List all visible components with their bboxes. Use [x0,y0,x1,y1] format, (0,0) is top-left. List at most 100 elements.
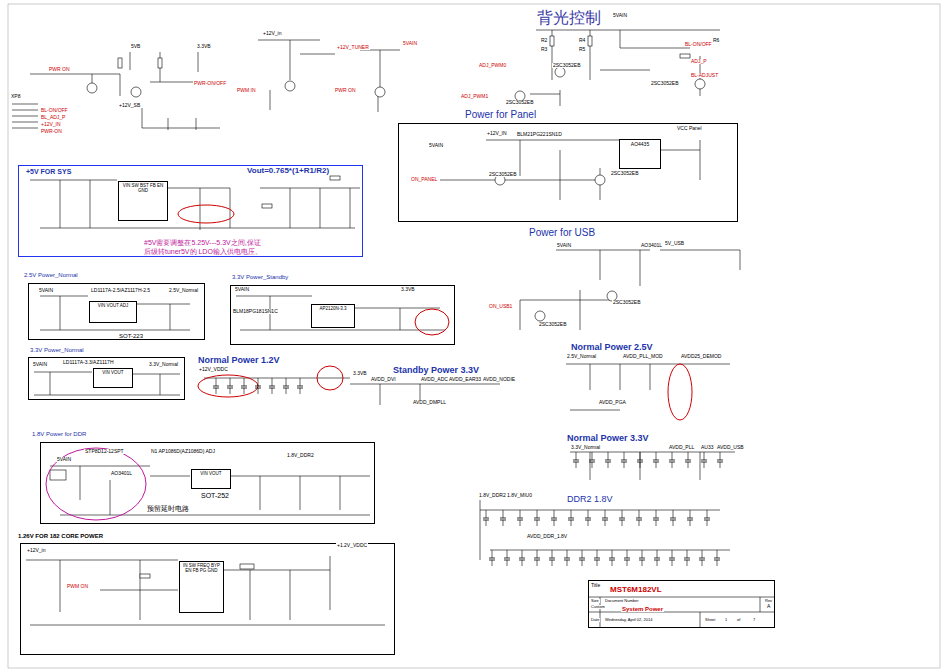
capacitor-symbol [500,510,506,526]
plate [564,558,570,559]
lead [592,452,593,460]
lead [537,510,538,518]
lead [552,560,553,566]
section-box: 1.8V Power for DDRVIN VOUT [40,442,375,524]
plate [609,558,615,559]
lead [588,510,589,518]
lead [582,560,583,566]
capacitor-symbol [670,510,676,526]
plate [573,460,579,461]
signal-label: R4 [578,38,586,43]
lead [286,388,287,394]
lead [627,560,628,566]
lead [537,550,538,558]
section-box: Power for PanelAO4435 [398,123,738,222]
signal-label: 1.8V_DDR2 [478,493,507,498]
lead [592,462,593,468]
lead [717,550,718,558]
lead [704,452,705,460]
lead [503,520,504,526]
section-heading: +5V FOR SYS [25,168,72,175]
signal-label: 2SC3052EB [610,171,640,176]
title-block-lines [588,597,775,628]
plate [636,518,642,519]
capacitor-banks [213,378,723,566]
lead [624,452,625,460]
signal-label: ADJ_PWM1 [460,94,489,99]
signal-label: AVDD_DVI [370,377,397,382]
signal-label: 5VAIN [402,41,418,46]
plate [714,558,720,559]
section-heading: 3.3V Power_Normal [29,347,85,353]
signal-label: +12V_IN [486,131,508,136]
capacitor-symbol [621,452,627,468]
signal-label: Document Number [604,599,640,603]
plate [717,460,723,461]
capacitor-symbol [605,452,611,468]
signal-label: AVDD_NODIE [482,377,516,382]
lead [554,510,555,518]
plate [534,518,540,519]
plate [637,460,643,461]
signal-label: 5VAIN [38,288,54,293]
signal-label: PWR-ON [40,129,63,134]
section-note: SOT-252 [200,492,230,499]
plate [684,558,690,559]
lead [673,520,674,526]
signal-label: PWR ON [48,67,71,72]
signal-label: 5VAIN [32,362,48,367]
section-note: Standby Power 3.3V [392,366,480,375]
lead [522,560,523,566]
capacitor-symbol [573,452,579,468]
lead [624,462,625,468]
chip-pins: VIN VOUT [96,371,130,376]
signal-label: SOT-223 [118,333,144,339]
chip-pins: VIN VOUT ADJ [92,304,134,309]
capacitor-symbol [589,452,595,468]
capacitor-symbol [594,550,600,566]
highlight-ellipses [46,205,692,520]
capacitor-symbol [297,378,303,394]
plate [585,518,591,519]
lead [687,550,688,558]
signal-label: 5VAIN [56,457,72,462]
capacitor-symbol [637,452,643,468]
plate [297,386,303,387]
signal-label: Date [590,618,600,622]
signal-label: 7 [752,618,756,622]
capacitor-symbol [579,550,585,566]
plate [283,386,289,387]
capacitor-symbol [639,550,645,566]
signal-label: 5VAIN [428,143,444,148]
section-note: Power for USB [528,228,596,238]
lead [492,550,493,558]
plate [568,518,574,519]
signal-label: 5V_USB [664,241,685,246]
signal-label: 5VB [130,44,141,49]
section-note: Normal Power 3.3V [566,434,650,443]
capacitor-symbol [269,378,275,394]
lead [642,550,643,558]
plate [653,460,659,461]
signal-label: PWR ON [334,88,357,93]
plate [654,558,660,559]
capacitor-symbol [564,550,570,566]
capacitor-symbol [602,510,608,526]
signal-label: 2SC3052EB [552,63,582,68]
capacitor-symbol [654,550,660,566]
lead [639,520,640,526]
lead [507,550,508,558]
lead [656,510,657,518]
signal-label: Sheet [704,618,716,622]
signal-label: AVDD_DDR_1.8V [526,534,568,539]
plate [500,518,506,519]
lead [576,452,577,460]
signal-label: of [736,618,741,622]
lead [657,550,658,558]
capacitor-symbol [241,378,247,394]
ldo-chip: VIN VOUT ADJ [89,301,137,323]
signal-label: 2SC3052EB [538,322,568,327]
capacitor-symbol [504,550,510,566]
lead [612,550,613,558]
signal-label: 3.3V_Normal [148,362,179,367]
